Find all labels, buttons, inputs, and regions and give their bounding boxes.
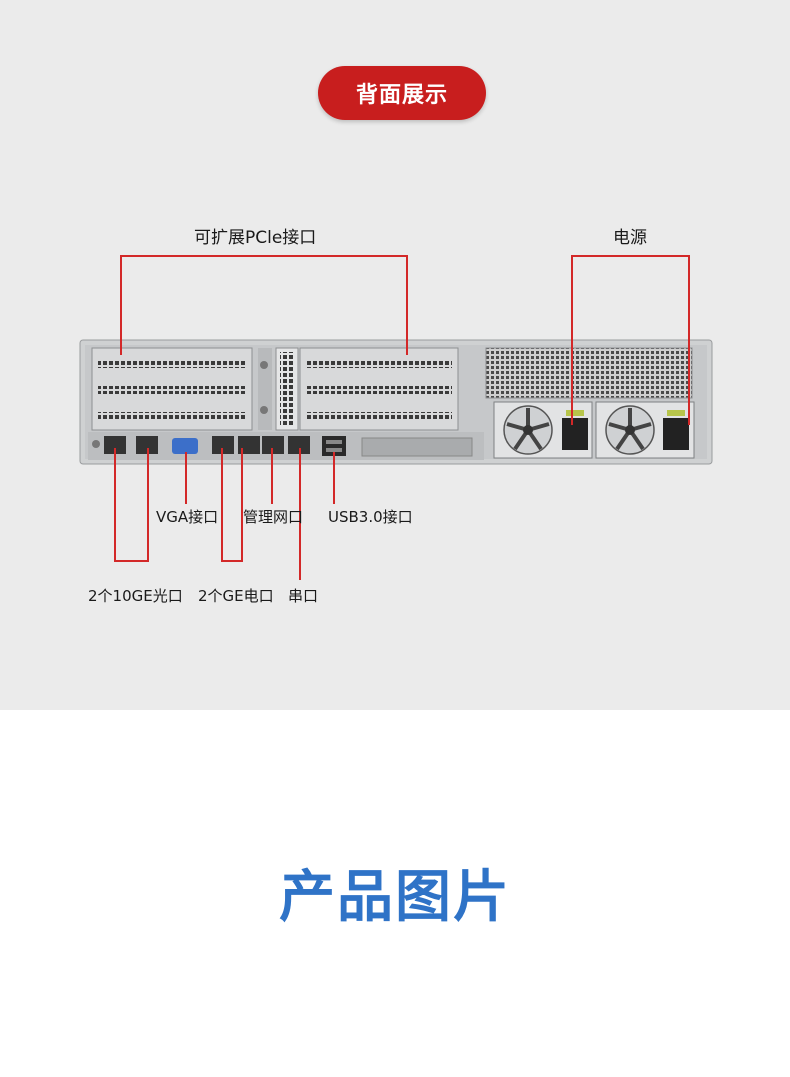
mgmt-label: 管理网口 — [243, 508, 304, 526]
rear-view-badge: 背面展示 — [318, 66, 486, 120]
serial-label: 串口 — [288, 587, 319, 605]
power-supply-2 — [595, 401, 695, 459]
product-image-section — [0, 710, 790, 1077]
product-images-title: 产品图片 — [279, 865, 511, 930]
ge-bracket-left — [221, 448, 223, 562]
pcie-cage-right — [299, 347, 459, 431]
serial-pointer — [299, 448, 301, 580]
vga-label: VGA接口 — [156, 508, 219, 526]
fiber-bracket-right — [147, 448, 149, 562]
pcie-bracket-top — [120, 255, 408, 257]
usb-label: USB3.0接口 — [328, 508, 413, 526]
power-bracket-left — [571, 255, 573, 425]
ge-bracket-right — [241, 448, 243, 562]
power-bracket-top — [571, 255, 690, 257]
fiber-bracket-left — [114, 448, 116, 562]
pcie-bracket-left — [120, 255, 122, 355]
power-label: 电源 — [613, 228, 647, 248]
pcie-label: 可扩展PCle接口 — [194, 228, 317, 248]
vga-port-icon — [172, 438, 198, 454]
server-rear-panel-illustration — [79, 339, 713, 465]
ge-label: 2个GE电口 — [198, 587, 274, 605]
vga-pointer — [185, 452, 187, 504]
rj45-port-icon — [104, 436, 126, 454]
power-bracket-right — [688, 255, 690, 425]
fiber-bracket-bottom — [114, 560, 149, 562]
usb-pointer — [333, 452, 335, 504]
mgmt-pointer — [271, 448, 273, 504]
ge-bracket-bottom — [221, 560, 243, 562]
rj45-port-icon — [136, 436, 158, 454]
pcie-cage-left — [91, 347, 253, 431]
fiber-label: 2个10GE光口 — [88, 587, 183, 605]
power-supply-1 — [493, 401, 593, 459]
pcie-bracket-right — [406, 255, 408, 355]
